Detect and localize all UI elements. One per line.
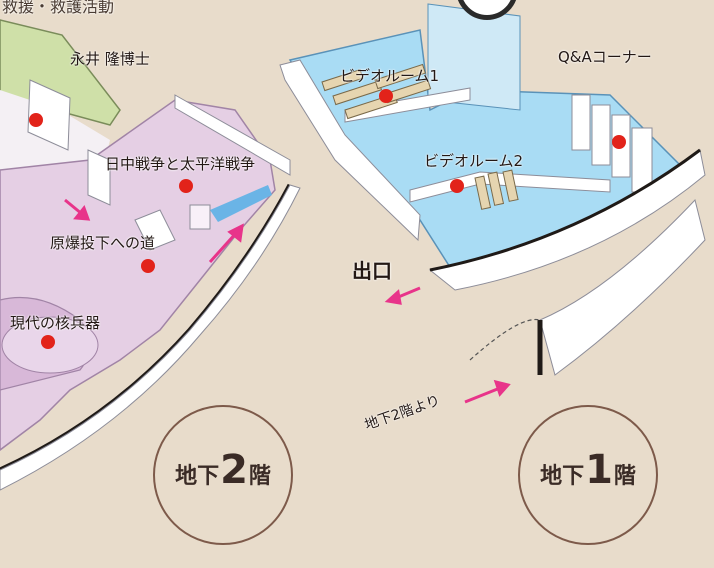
badge-b1-prefix: 地下: [540, 464, 585, 489]
b2-display-case: [134, 209, 176, 251]
video1-wall: [344, 87, 471, 123]
badge-b2-suffix: 階: [248, 464, 271, 489]
label-exit: 出口: [352, 259, 392, 283]
label-road: 原爆投下への道: [50, 234, 156, 252]
route-arrows: [64, 198, 511, 404]
badge-b2-number: 2: [220, 447, 248, 493]
label-nagai: 永井 隆博士: [70, 50, 150, 68]
label-qa: Q&Aコーナー: [558, 48, 652, 66]
b2-wall-panel: [87, 149, 111, 206]
nuclear-marker: [41, 335, 55, 349]
b1-front-edge: [429, 148, 701, 272]
label-war: 日中戦争と太平洋戦争: [105, 155, 256, 173]
badge-b1-suffix: 階: [613, 464, 636, 489]
video1-marker: [379, 89, 393, 103]
b1-dotted-path: [469, 318, 541, 361]
label-video2: ビデオルーム2: [424, 152, 524, 170]
video1-seats: [321, 63, 432, 120]
video2-marker: [450, 179, 464, 193]
b1-left-wall: [279, 59, 421, 242]
floor-b2-plan: [0, 19, 301, 491]
video2-wall: [409, 171, 611, 203]
nagai-marker: [29, 113, 43, 127]
cutoff-heading: 救援・救護活動: [2, 0, 115, 16]
badge-b2-prefix: 地下: [175, 464, 220, 489]
label-nuclear: 現代の核兵器: [10, 314, 101, 332]
floor-b1-plan: [279, 3, 706, 376]
exhibit-markers: [29, 89, 626, 349]
qa-kiosks: [571, 94, 653, 193]
qa-marker: [612, 135, 626, 149]
b1-curve-wall: [539, 198, 706, 376]
road-marker: [141, 259, 155, 273]
label-video1: ビデオルーム1: [340, 67, 440, 85]
b2-pedestal: [189, 204, 211, 230]
b2-wall-panel: [27, 79, 71, 151]
video2-seats: [474, 169, 519, 210]
badge-b1-number: 1: [585, 447, 613, 493]
b2-back-wall: [174, 94, 291, 176]
b2-outer-wall-face: [0, 184, 301, 491]
war-marker: [179, 179, 193, 193]
b2-ramp: [210, 185, 272, 222]
